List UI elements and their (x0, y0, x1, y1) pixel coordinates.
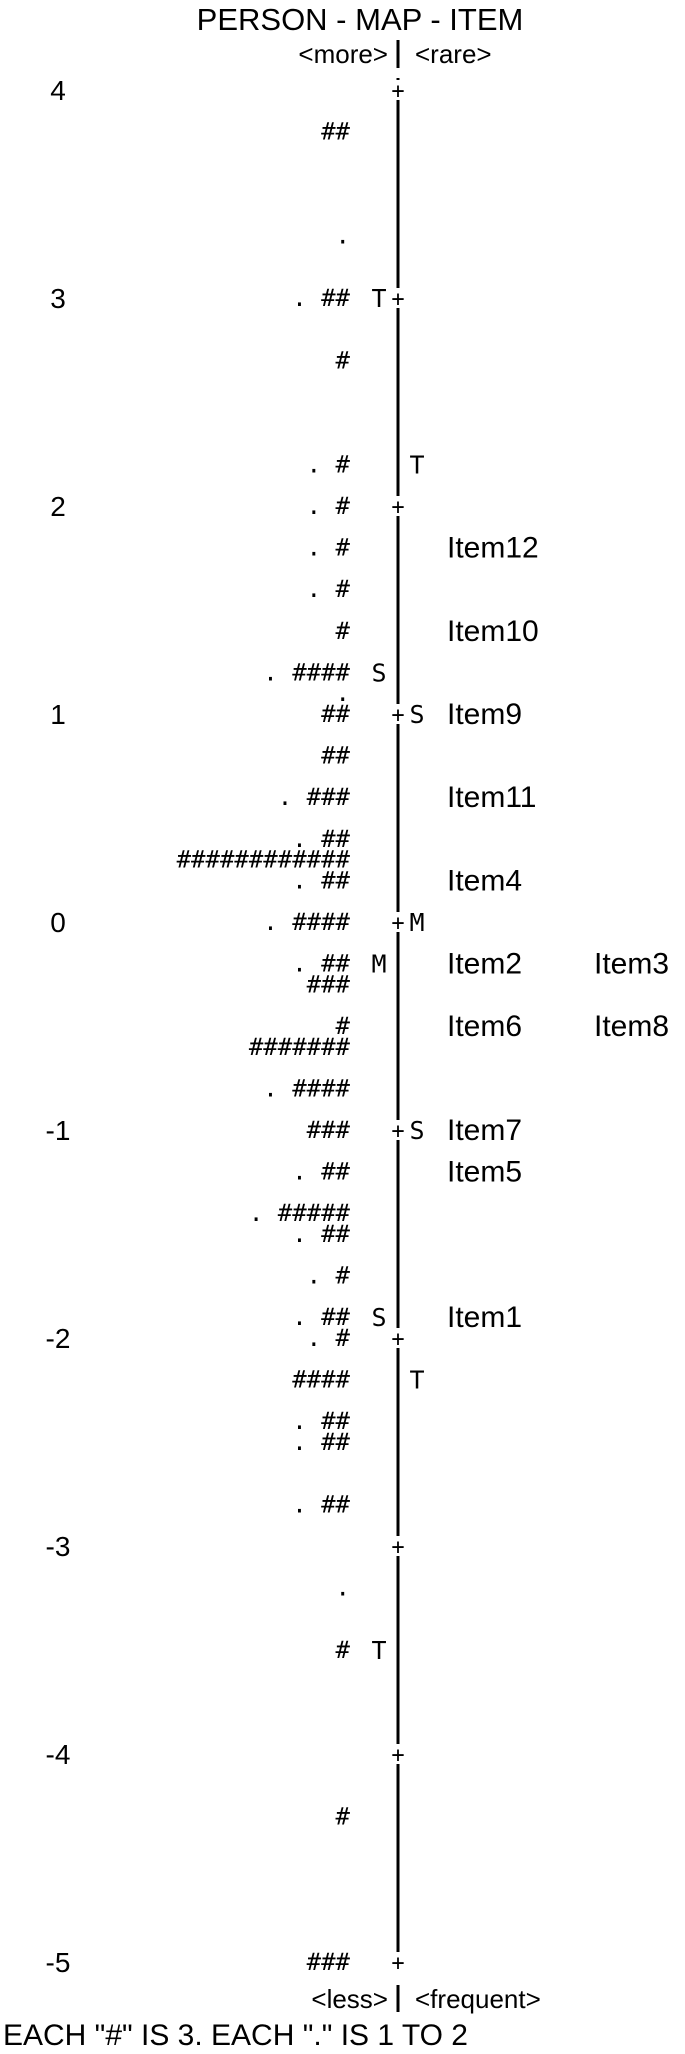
axis-tick-label: -2 (46, 1323, 71, 1354)
axis-tick-plus: + (391, 79, 404, 104)
person-row: . #### (263, 1074, 350, 1102)
axis-tick-label: 3 (50, 283, 66, 314)
person-row: . ## (292, 950, 350, 978)
item-label: Item1 (447, 1301, 522, 1334)
item-label: Item4 (447, 864, 522, 897)
axis-tick-label: 2 (50, 491, 66, 522)
person-row: . ## (292, 1303, 350, 1331)
axis-tick-plus: + (391, 1535, 404, 1560)
axis-tick-plus: + (391, 495, 404, 520)
person-row: . #### (263, 908, 350, 936)
person-markers: T S M S T (371, 284, 386, 1665)
item-stat-marker: T (409, 1366, 424, 1395)
person-row: # (336, 1636, 351, 1664)
person-row: . (336, 1574, 350, 1602)
person-distribution: ##.. ###. #. #. #. ##. ####.####. ###. #… (177, 118, 351, 1976)
item-label: Item6 (447, 1010, 522, 1043)
person-row: . # (307, 492, 351, 520)
item-label: Item2 (447, 948, 522, 981)
person-row: . (336, 222, 350, 250)
item-label: Item3 (594, 948, 669, 981)
axis-tick-plus: + (391, 703, 404, 728)
axis-tick-label: 0 (50, 907, 66, 938)
item-markers: T S M S T (409, 450, 424, 1394)
person-row: . # (307, 1324, 351, 1352)
person-row: # (336, 1802, 351, 1830)
item-label: Item10 (447, 615, 539, 648)
item-label: Item12 (447, 532, 539, 565)
person-row: . ## (292, 1407, 350, 1435)
axis-group: 4 +3 +2 +1 +0 + -1 + -2 + -3 + -4 + -5 + (46, 75, 405, 1978)
person-row: . ##### (249, 1199, 351, 1227)
person-row: . # (307, 575, 351, 603)
person-row: #### (292, 1366, 350, 1394)
person-row: ## (321, 742, 350, 770)
person-row: . ## (292, 1428, 350, 1456)
top-left-label: <more> (298, 39, 388, 69)
person-row: . ## (292, 866, 350, 894)
axis-tick-plus: + (391, 911, 404, 936)
person-row: # (336, 346, 351, 374)
person-row: . ### (278, 783, 351, 811)
person-row: ### (307, 970, 351, 998)
person-row: ### (307, 1948, 351, 1976)
item-stat-marker: T (409, 450, 424, 479)
person-row: . #### (263, 658, 350, 686)
person-row: . ## (292, 1490, 350, 1518)
person-row: . ## (292, 1158, 350, 1186)
person-stat-marker: M (371, 950, 386, 979)
bottom-left-label: <less> (311, 1984, 388, 2014)
top-right-label: <rare> (415, 39, 492, 69)
person-stat-marker: S (371, 1303, 386, 1332)
person-row: ## (321, 118, 350, 146)
axis-tick-label: 1 (50, 699, 66, 730)
person-row: . ## (292, 1220, 350, 1248)
person-row: . # (307, 1262, 351, 1290)
footer-note: EACH "#" IS 3. EACH "." IS 1 TO 2 (3, 2019, 468, 2052)
axis-tick-label: 4 (50, 75, 66, 106)
person-stat-marker: S (371, 658, 386, 687)
item-label: Item9 (447, 698, 522, 731)
chart-title: PERSON - MAP - ITEM (197, 2, 524, 37)
person-row: ############ (177, 846, 351, 874)
person-row: . (336, 679, 350, 707)
item-stat-marker: M (409, 908, 424, 937)
axis-tick-plus: + (391, 1743, 404, 1768)
person-stat-marker: T (371, 284, 386, 313)
item-stat-marker: S (409, 700, 424, 729)
item-label: Item7 (447, 1114, 522, 1147)
axis-tick-label: -4 (46, 1739, 71, 1770)
person-stat-marker: T (371, 1636, 386, 1665)
person-row: ## (321, 700, 350, 728)
item-label: Item5 (447, 1156, 522, 1189)
item-label: Item8 (594, 1010, 669, 1043)
axis-tick-label: -1 (46, 1115, 71, 1146)
axis-tick-label: -3 (46, 1531, 71, 1562)
bottom-right-label: <frequent> (415, 1984, 541, 2014)
item-label: Item11 (447, 781, 537, 814)
person-row: ####### (249, 1033, 351, 1061)
person-row: # (336, 617, 351, 645)
person-row: . # (307, 450, 351, 478)
person-row: # (336, 1012, 351, 1040)
person-row: ### (307, 1116, 351, 1144)
axis-tick-plus: + (391, 1327, 404, 1352)
person-row: . # (307, 534, 351, 562)
person-row: . ## (292, 284, 350, 312)
axis-tick-plus: + (391, 1119, 404, 1144)
axis-tick-plus: + (391, 287, 404, 312)
axis-tick-plus: + (391, 1951, 404, 1976)
axis-tick-label: -5 (46, 1947, 71, 1978)
item-stat-marker: S (409, 1116, 424, 1145)
person-row: . ## (292, 825, 350, 853)
